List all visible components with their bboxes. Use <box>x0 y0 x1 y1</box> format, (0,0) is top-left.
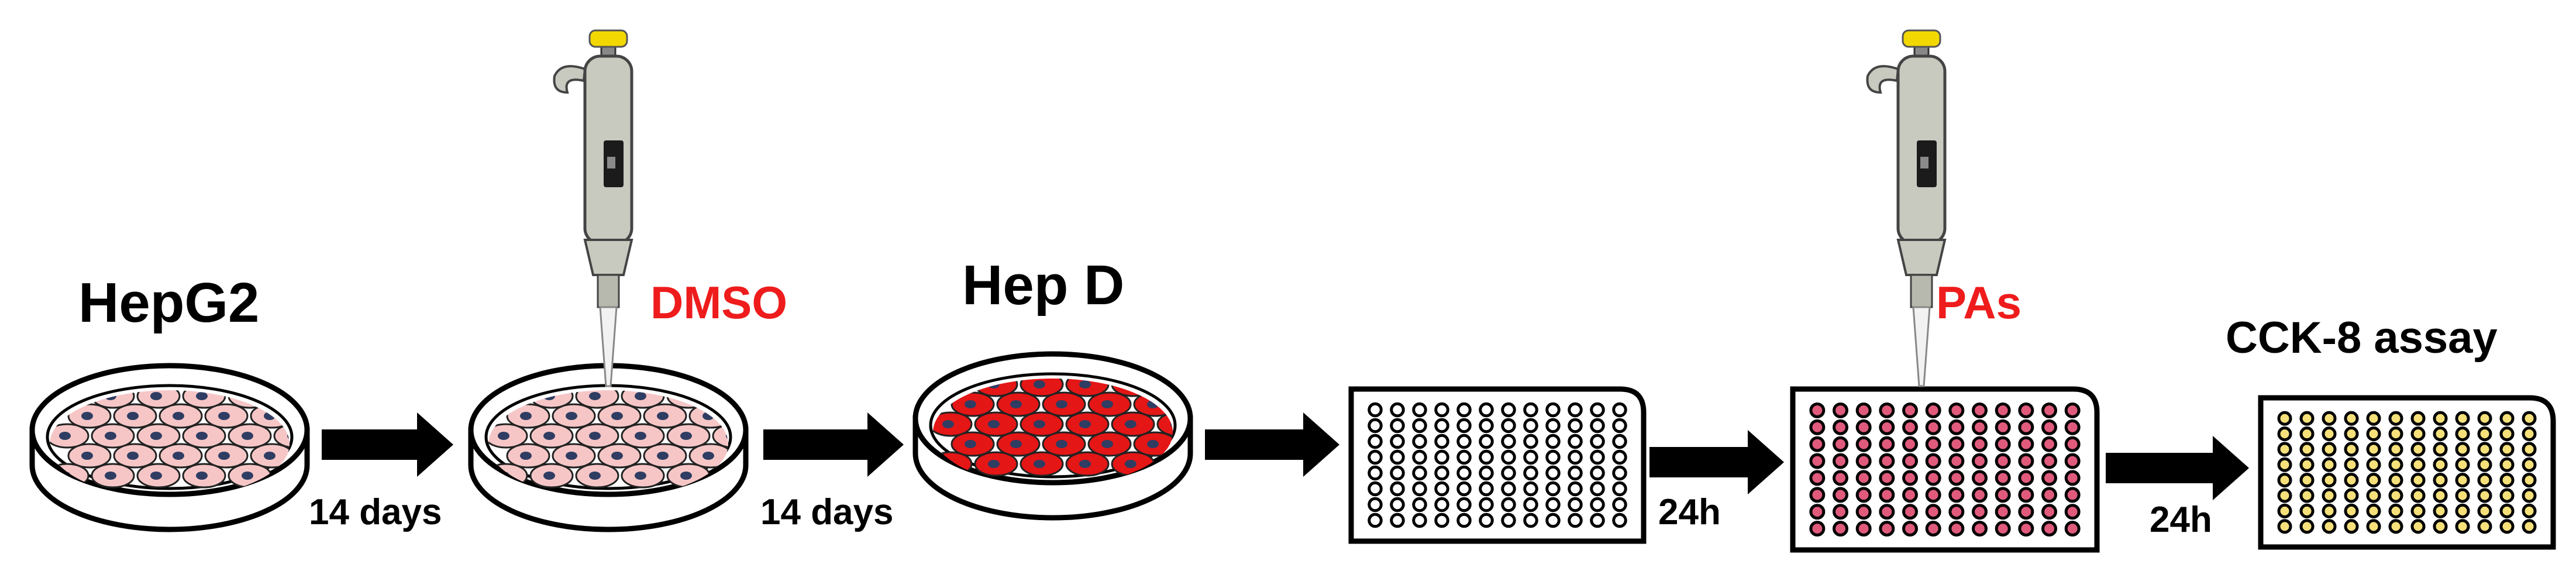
cell-icon <box>781 404 823 428</box>
cell-icon <box>320 384 362 408</box>
petri-dish-hepg2 <box>29 363 384 532</box>
well-plate-empty <box>1348 386 1647 544</box>
arrow-right-icon <box>2106 436 2249 500</box>
arrow-right-icon <box>1649 430 1784 494</box>
cell-icon <box>320 464 362 487</box>
arrow-right-icon <box>322 412 453 477</box>
label-hep-d: Hep D <box>962 254 1125 317</box>
cell-icon <box>759 464 801 487</box>
petri-dish-dmso <box>468 363 823 532</box>
cell-icon <box>273 423 290 449</box>
label-pas: PAs <box>1936 277 2021 328</box>
label-14-days-1: 14 days <box>309 492 442 532</box>
label-14-days-2: 14 days <box>760 492 894 532</box>
arrow-right-icon <box>1205 412 1339 477</box>
cell-icon <box>712 423 728 449</box>
label-24h-1: 24h <box>1658 492 1721 532</box>
cell-icon <box>342 404 384 428</box>
well-plate-pas <box>1790 386 2100 553</box>
label-cck8-assay: CCK-8 assay <box>2226 313 2498 363</box>
petri-dish-hep-d <box>912 351 1268 521</box>
arrow-right-icon <box>763 412 904 477</box>
pipette-icon <box>553 29 633 387</box>
pipette-icon <box>1866 29 1947 387</box>
cell-icon <box>1156 411 1173 437</box>
label-hepg2: HepG2 <box>78 271 260 334</box>
cell-icon <box>1225 393 1268 416</box>
label-dmso: DMSO <box>650 277 787 328</box>
label-24h-2: 24h <box>2150 500 2212 540</box>
well-plate-cck8 <box>2258 395 2556 550</box>
cell-icon <box>1203 373 1245 396</box>
cell-icon <box>759 384 801 408</box>
